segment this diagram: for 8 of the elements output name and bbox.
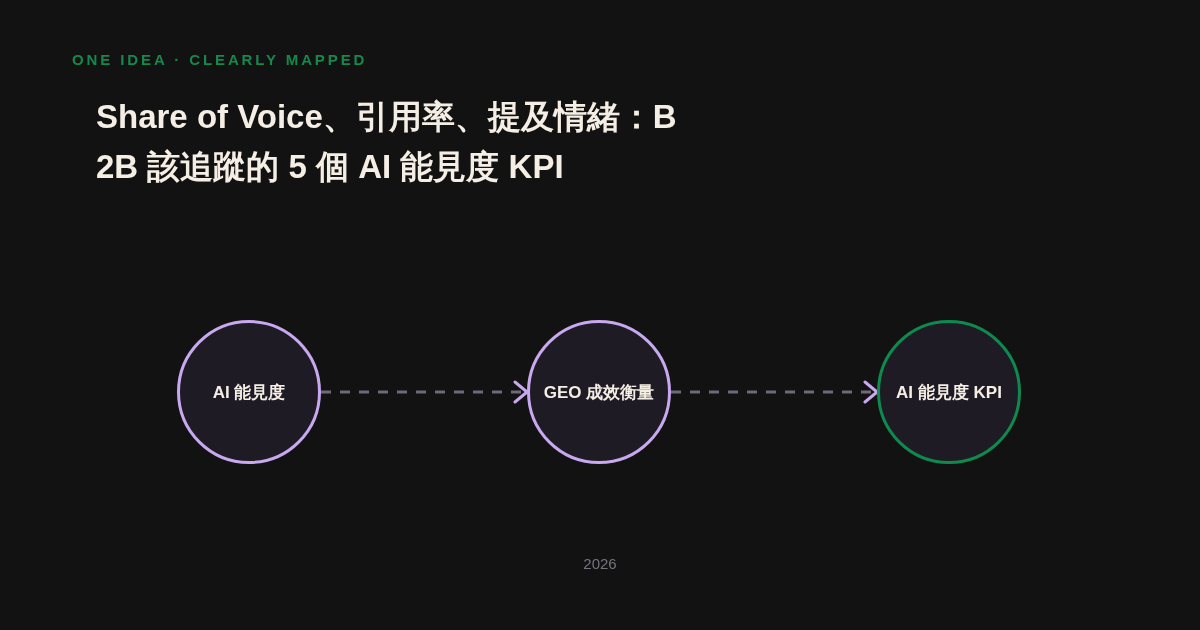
node-label: AI 能見度 KPI	[896, 381, 1002, 404]
title: Share of Voice、引用率、提及情緒：B2B 該追蹤的 5 個 AI 能見度 KPI	[96, 97, 678, 187]
tagline: ONE IDEA · CLEARLY MAPPED	[72, 51, 368, 68]
node-label: AI 能見度	[212, 381, 286, 404]
dashed-arrow	[671, 380, 879, 404]
dashed-arrow	[321, 380, 529, 404]
node-label: GEO 成效衡量	[543, 381, 655, 404]
footer-text: 2026	[583, 555, 617, 572]
